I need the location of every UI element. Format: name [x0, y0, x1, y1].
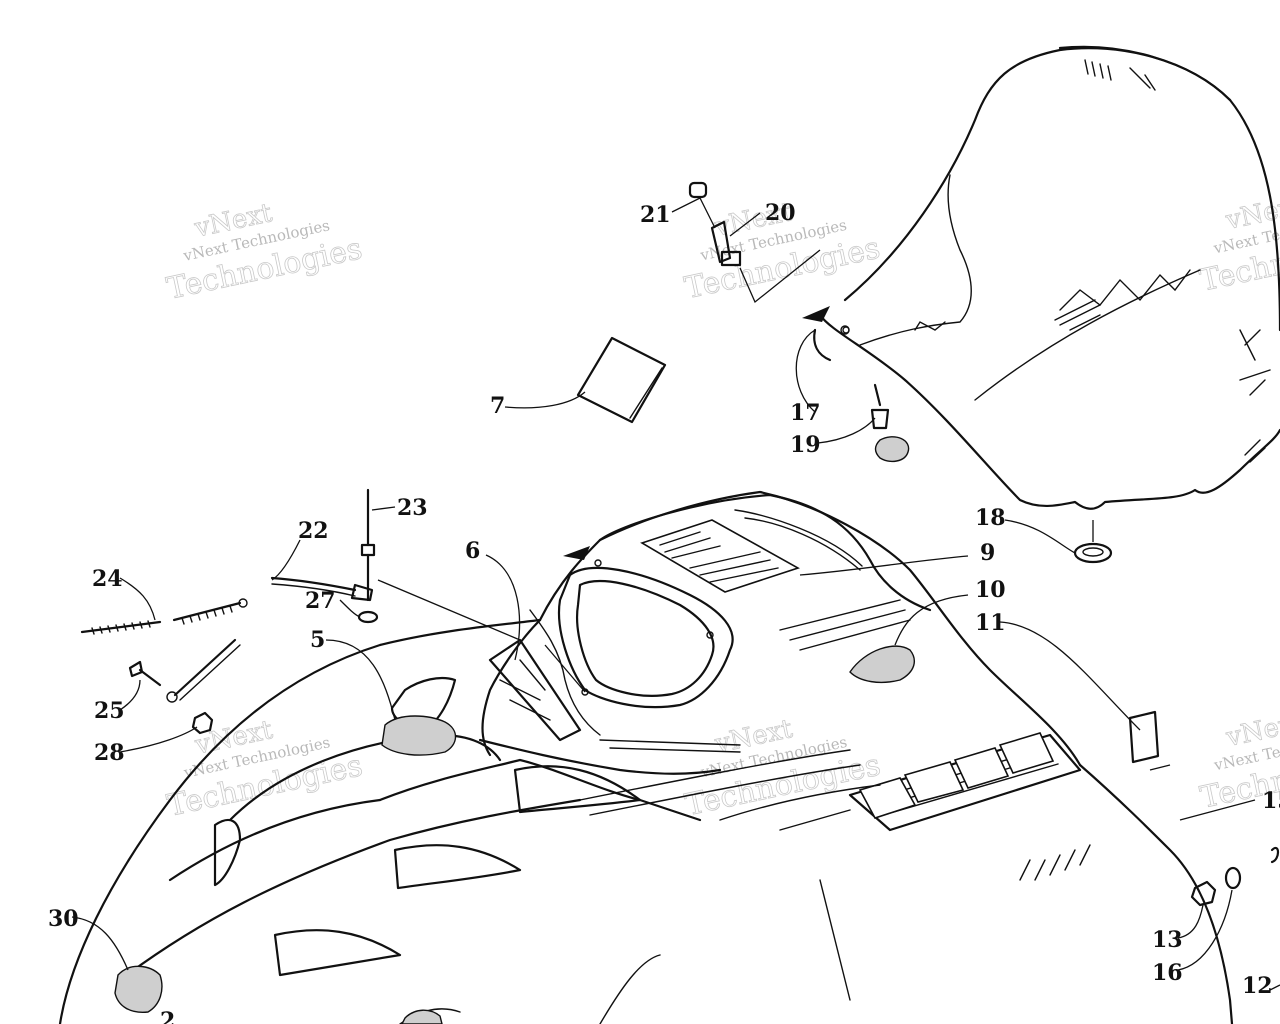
part-label-7: 7 [490, 393, 505, 419]
part-label-23: 23 [397, 495, 428, 521]
watermark-bottom-left: vNext vNext Technologies Technologies [164, 715, 366, 825]
part-label-22: 22 [298, 518, 329, 544]
part-label-2: 2 [160, 1008, 175, 1024]
part-label-13: 13 [1152, 927, 1183, 953]
decal-7-drawing [576, 336, 667, 424]
grommet-18 [1073, 520, 1113, 564]
watermark-bottom-center: vNext vNext Technologies Technologies [682, 714, 884, 824]
part-label-11: 11 [975, 610, 1006, 636]
part-label-9: 9 [980, 540, 995, 566]
part-label-28: 28 [94, 740, 125, 766]
part-label-6: 6 [465, 538, 480, 564]
part-label-21: 21 [640, 202, 671, 228]
hood-drawing [58, 490, 1234, 1024]
part-label-17: 17 [790, 400, 821, 426]
part-label-16: 16 [1152, 960, 1183, 986]
part-label-24: 24 [92, 566, 123, 592]
part-label-25: 25 [94, 698, 125, 724]
part-label-30: 30 [48, 906, 79, 932]
part-label-5: 5 [310, 627, 325, 653]
windshield-hardware [688, 181, 850, 334]
part-label-12: 12 [1242, 973, 1273, 999]
part-labels: 2 5 6 7 9 10 11 12 13 15 16 17 18 19 20 … [48, 200, 1280, 1024]
part-label-10: 10 [975, 577, 1006, 603]
hood-latch-hardware [80, 488, 586, 735]
part-label-15: 15 [1262, 788, 1280, 814]
part-label-27: 27 [305, 588, 336, 614]
leader-lines [71, 197, 1233, 971]
watermark-top-right: vNext vNext Technologies Technologies [1196, 190, 1280, 299]
side-hardware [1149, 764, 1280, 991]
windshield-drawing [802, 45, 1280, 510]
part-label-18: 18 [975, 505, 1006, 531]
part-label-19: 19 [790, 432, 821, 458]
watermark-top-left: vNext vNext Technologies Technologies [163, 198, 365, 308]
part-label-20: 20 [765, 200, 796, 226]
